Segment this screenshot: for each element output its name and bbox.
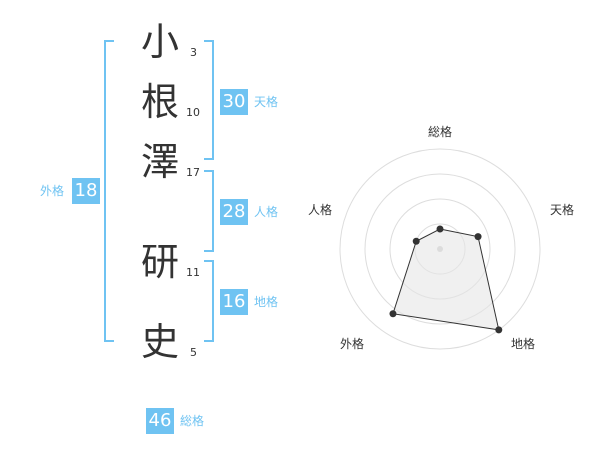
radar-point-4 <box>389 310 397 318</box>
jinkaku-bracket <box>204 170 214 252</box>
name-char-4: 研 <box>141 240 180 284</box>
name-char-2: 根 <box>141 80 180 124</box>
name-char-5: 史 <box>141 320 180 364</box>
stroke-count-5: 5 <box>190 346 197 359</box>
gaikaku-value: 18 <box>72 178 100 204</box>
tenkaku-bracket <box>204 40 214 160</box>
jinkaku-value: 28 <box>220 199 248 225</box>
gaikaku-label: 外格 <box>40 184 65 198</box>
stroke-count-2: 10 <box>186 106 200 119</box>
name-char-1: 小 <box>141 20 180 64</box>
stroke-count-1: 3 <box>190 46 197 59</box>
radar-polygon <box>392 228 500 331</box>
soukaku-value: 46 <box>146 408 174 434</box>
radar-label-chikaku: 地格 <box>511 337 536 351</box>
chikaku-value: 16 <box>220 289 248 315</box>
radar-ring <box>364 173 516 325</box>
radar-label-soukaku: 総格 <box>428 125 453 139</box>
jinkaku-label: 人格 <box>254 205 279 219</box>
stroke-count-3: 17 <box>186 166 200 179</box>
radar-point-5 <box>412 237 420 245</box>
stroke-count-4: 11 <box>186 266 200 279</box>
chikaku-label: 地格 <box>254 295 279 309</box>
radar-ring <box>339 148 541 350</box>
radar-label-jinkaku: 人格 <box>308 203 333 217</box>
radar-label-tenkaku: 天格 <box>550 203 575 217</box>
tenkaku-label: 天格 <box>254 95 279 109</box>
soukaku-label: 総格 <box>180 414 205 428</box>
radar-label-gaikaku: 外格 <box>340 337 365 351</box>
radar-point-2 <box>474 233 482 241</box>
name-char-3: 澤 <box>141 140 180 184</box>
tenkaku-value: 30 <box>220 89 248 115</box>
radar-point-1 <box>436 225 444 233</box>
radar-point-3 <box>495 326 503 334</box>
chikaku-bracket <box>204 260 214 342</box>
gaikaku-bracket <box>104 40 114 342</box>
